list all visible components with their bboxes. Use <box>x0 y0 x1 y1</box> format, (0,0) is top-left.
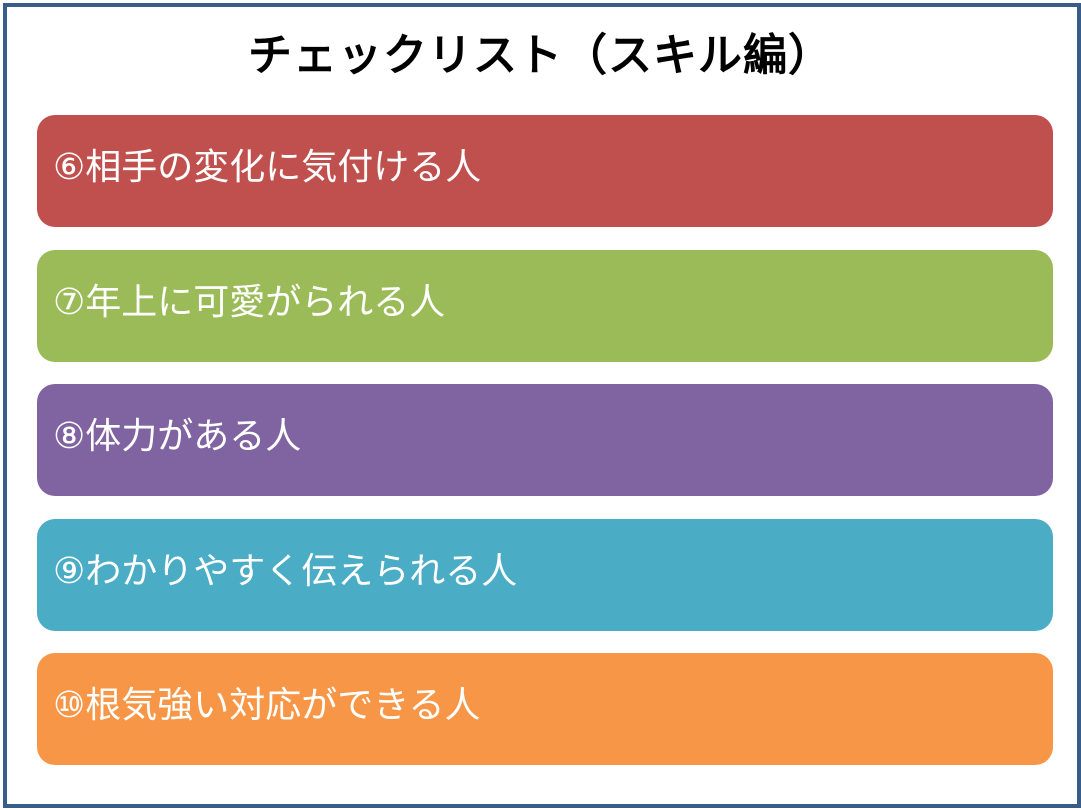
checklist-item-6: ⑥相手の変化に気付ける人 <box>37 115 1053 227</box>
checklist-item-8: ⑧体力がある人 <box>37 384 1053 496</box>
slide-title: チェックリスト（スキル編） <box>248 30 833 81</box>
checklist-item-label: ⑥相手の変化に気付ける人 <box>53 147 482 188</box>
checklist-item-label: ⑩根気強い対応ができる人 <box>53 685 481 726</box>
checklist-item-label: ⑧体力がある人 <box>53 416 302 457</box>
checklist-item-10: ⑩根気強い対応ができる人 <box>37 653 1053 765</box>
checklist-item-7: ⑦年上に可愛がられる人 <box>37 250 1053 362</box>
checklist-item-label: ⑦年上に可愛がられる人 <box>53 282 446 323</box>
checklist-item-label: ⑨わかりやすく伝えられる人 <box>53 551 518 592</box>
checklist-item-9: ⑨わかりやすく伝えられる人 <box>37 519 1053 631</box>
